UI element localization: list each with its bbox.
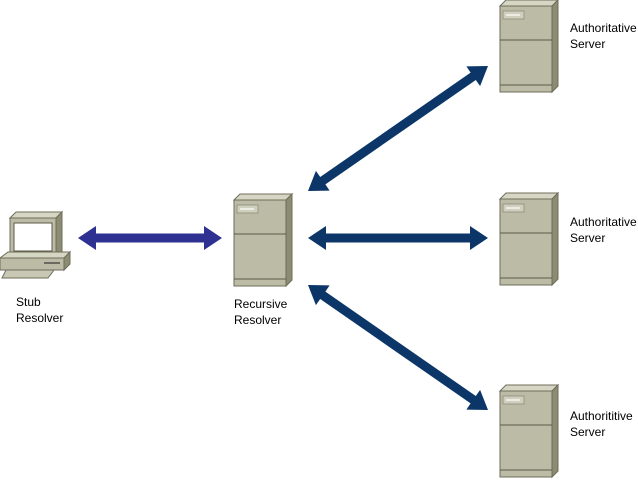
- recursive-label-line1: Recursive: [234, 297, 288, 311]
- recursive-to-auth-top-arrow: [308, 66, 488, 191]
- recursive-to-auth-middle-arrow: [308, 226, 488, 250]
- auth-middle-line2: Server: [570, 231, 606, 245]
- auth-middle-line1: Authoritative: [570, 215, 637, 229]
- recursive-to-auth-bottom-arrow: [308, 285, 488, 410]
- authoritative-bottom-label: Authorititive Server: [570, 408, 633, 440]
- stub-label-line2: Resolver: [16, 311, 64, 325]
- recursive-resolver-label: Recursive Resolver: [234, 296, 287, 328]
- stub-to-recursive-arrow: [78, 226, 222, 250]
- authoritative-middle-label: Authoritative Server: [570, 214, 637, 246]
- auth-bottom-line2: Server: [570, 425, 606, 439]
- auth-top-line2: Server: [570, 37, 606, 51]
- auth-bottom-line1: Authorititive: [570, 409, 633, 423]
- auth-top-line1: Authoritative: [570, 21, 637, 35]
- stub-resolver-label: Stub Resolver: [16, 294, 63, 326]
- authoritative-server-top-icon: [499, 0, 559, 93]
- stub-label-line1: Stub: [16, 295, 41, 309]
- recursive-label-line2: Resolver: [234, 313, 282, 327]
- stub-resolver-computer-icon: [0, 210, 72, 279]
- recursive-resolver-server-icon: [233, 193, 293, 287]
- authoritative-server-bottom-icon: [499, 384, 559, 478]
- authoritative-top-label: Authoritative Server: [570, 20, 637, 52]
- authoritative-server-middle-icon: [499, 192, 559, 286]
